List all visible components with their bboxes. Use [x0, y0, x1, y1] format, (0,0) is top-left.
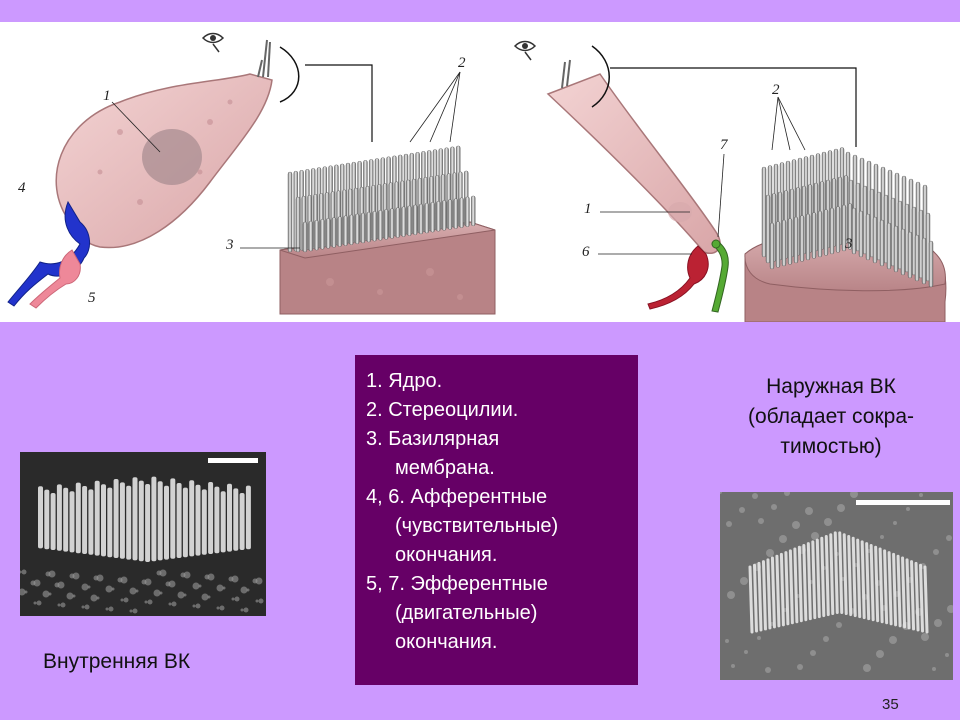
caption-line: тимостью)	[780, 435, 882, 458]
afferent-ending	[7, 200, 90, 307]
legend-line: 1. Ядро.	[366, 370, 443, 392]
sem-inner-hair-cell	[20, 452, 266, 616]
label-outer-nucleus: 1	[584, 201, 592, 217]
sem-inner-image	[20, 452, 266, 616]
legend-line: 5, 7. Эфферентные	[366, 573, 548, 595]
label-outer-afferent: 6	[582, 244, 590, 260]
efferent-ending	[29, 249, 81, 309]
label-outer-stereocilia: 2	[772, 82, 780, 98]
caption-line: Наружная ВК	[766, 375, 896, 398]
legend-line: (двигательные)	[395, 602, 538, 624]
legend-item-basilar-membrane: 3. Базилярная мембрана.	[366, 425, 628, 483]
inner-cell-magnified	[279, 145, 496, 315]
legend-line: 3. Базилярная	[366, 428, 500, 450]
sem-outer-bundle	[720, 492, 953, 673]
sem-outer-image	[720, 492, 953, 680]
label-nucleus: 1	[103, 88, 111, 104]
outer-hair-cell	[513, 40, 857, 313]
label-stereocilia: 2	[458, 55, 466, 71]
legend-item-stereocilia: 2. Стереоцилии.	[366, 396, 628, 425]
stereocilia-tuft	[257, 39, 271, 78]
diagram-panel: 1 2 3 4 5 2 1 7 6 3	[0, 22, 960, 322]
hair-cell-diagram: 1 2 3 4 5 2 1 7 6 3	[7, 32, 947, 322]
outer-efferent-ending	[711, 239, 729, 313]
legend-line: мембрана.	[395, 457, 495, 479]
label-outer-basilar: 3	[844, 236, 853, 252]
inner-cell-caption: Внутренняя ВК	[43, 650, 191, 673]
outer-cell-magnified	[744, 147, 947, 322]
legend-line: 2. Стереоцилии.	[366, 399, 519, 421]
legend-item-nucleus: 1. Ядро.	[366, 367, 628, 396]
page-number: 35	[882, 696, 899, 713]
legend-box: 1. Ядро. 2. Стереоцилии. 3. Базилярная м…	[355, 355, 638, 685]
scale-bar	[208, 458, 258, 463]
inner-cell-labels: 1 2 3 4 5	[18, 55, 466, 306]
legend-line: 4, 6. Афферентные	[366, 486, 548, 508]
sem-outer-hair-cell	[720, 492, 953, 680]
legend-item-efferent: 5, 7. Эфферентные (двигательные) окончан…	[366, 570, 628, 657]
outer-stereocilia-rows	[761, 147, 934, 288]
nucleus	[142, 129, 202, 185]
outer-afferent-ending	[647, 245, 709, 310]
inner-stereocilia-rows	[287, 145, 476, 253]
label-outer-efferent: 7	[720, 137, 729, 153]
caption-line: (обладает сокра-	[747, 405, 914, 428]
legend-line: (чувствительные)	[395, 515, 559, 537]
scale-bar	[856, 500, 950, 505]
eye-icon	[513, 40, 537, 61]
legend-item-afferent: 4, 6. Афферентные (чувствительные) оконч…	[366, 483, 628, 570]
legend-line: окончания.	[395, 631, 498, 653]
outer-cell-labels: 2 1 7 6 3	[582, 82, 853, 260]
legend-line: окончания.	[395, 544, 498, 566]
label-afferent: 4	[18, 180, 26, 196]
label-basilar-membrane: 3	[225, 237, 234, 253]
sem-inner-bundles	[20, 476, 264, 614]
eye-icon	[201, 32, 225, 53]
label-efferent: 5	[88, 290, 96, 306]
outer-cell-caption: Наружная ВК (обладает сокра- тимостью)	[716, 372, 946, 462]
inner-hair-cell	[7, 32, 373, 309]
